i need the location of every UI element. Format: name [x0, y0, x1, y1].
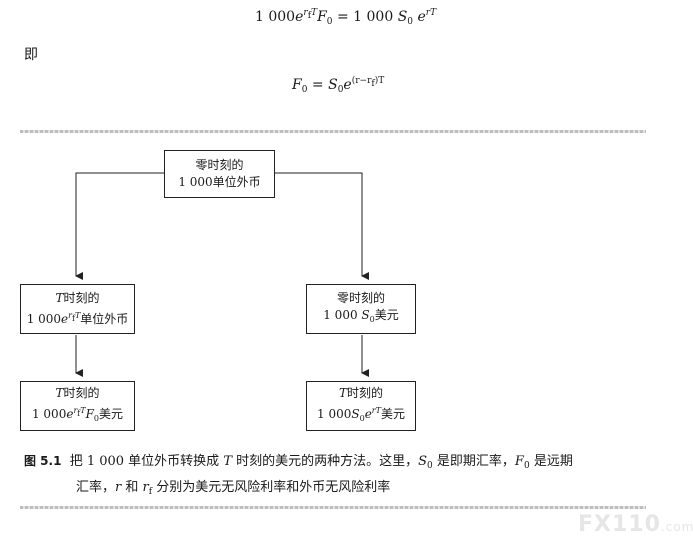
equation-2: F0 = S0e(r−rf)T [292, 76, 385, 95]
top-rule [20, 130, 646, 133]
caption-line-2: 汇率，r 和 rf 分别为美元无风险利率和外币无风险利率 [76, 480, 391, 497]
box-right-dollars-at-T: T时刻的 1 000S0erT美元 [306, 381, 416, 431]
box-start-foreign-currency: 零时刻的 1 000单位外币 [164, 150, 275, 198]
box-left-dollars-at-T: T时刻的 1 000erfTF0美元 [20, 381, 135, 431]
equation-1: 1 000erfTF0 = 1 000 S0 erT [255, 8, 437, 27]
figure-label: 图 5.1 [24, 454, 62, 468]
figure-caption: 图 5.1 把 1 000 单位外币转换成 T 时刻的美元的两种方法。这里，S0… [24, 450, 664, 503]
bottom-rule [20, 506, 646, 509]
arrow-top-to-right [274, 172, 369, 280]
arrow-top-to-left [75, 172, 164, 280]
watermark-logo: FX110.com [578, 512, 693, 537]
connector-text: 即 [24, 47, 38, 63]
box-left-foreign-at-T: T时刻的 1 000erfT单位外币 [20, 284, 135, 334]
box-right-dollars-now: 零时刻的 1 000 S0美元 [306, 284, 416, 334]
caption-line-1: 图 5.1 把 1 000 单位外币转换成 T 时刻的美元的两种方法。这里，S0… [24, 454, 573, 471]
